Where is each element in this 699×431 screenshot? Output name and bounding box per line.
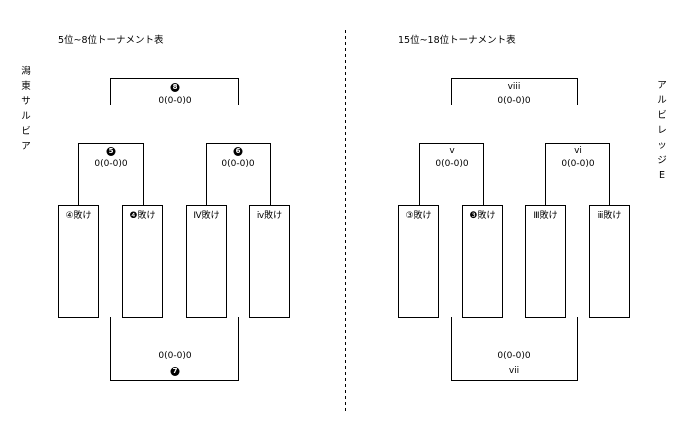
left-final-mark: 8 (170, 82, 180, 93)
match-number-badge: 6 (233, 147, 243, 156)
left-final-score: 0(0-0)0 (158, 96, 192, 106)
left-bottom-score: 0(0-0)0 (158, 351, 192, 361)
right-semi-left-connector (419, 143, 484, 206)
right-bottom-mark: vii (508, 366, 520, 376)
right-bottom-connector (451, 317, 578, 381)
left-semi-right-score: 0(0-0)0 (221, 159, 255, 169)
left-bottom-mark: 7 (170, 366, 180, 377)
right-side-char: ッ (657, 140, 667, 151)
right-semi-right-mark: vi (574, 146, 582, 156)
left-semi-left-mark: 5 (106, 146, 116, 157)
slot-label: ③敗け (405, 211, 432, 221)
slot-label: ❸敗け (469, 211, 496, 221)
left-semi-left-connector (78, 143, 144, 206)
left-semi-right-connector (206, 143, 271, 206)
right-bottom-score: 0(0-0)0 (497, 351, 531, 361)
right-side-char: ビ (657, 110, 667, 121)
match-number-badge: 5 (106, 147, 116, 156)
right-final-mark: viii (507, 82, 521, 92)
left-side-char: ア (21, 141, 31, 152)
right-final-score: 0(0-0)0 (497, 96, 531, 106)
right-title: 15位~18位トーナメント表 (398, 35, 516, 46)
left-final-connector (110, 78, 239, 105)
slot-label: Ⅲ敗け (533, 211, 558, 221)
left-side-char: ビ (21, 126, 31, 137)
right-final-connector (451, 78, 578, 105)
right-slot-box-4: ⅲ敗け (589, 205, 630, 318)
slot-label: ④敗け (65, 211, 92, 221)
left-slot-box-2: ❹敗け (122, 205, 163, 318)
right-semi-left-score: 0(0-0)0 (435, 159, 469, 169)
right-side-label: ア ル ビ レ ッ ジ E (655, 78, 669, 183)
right-side-char: ジ (657, 155, 667, 166)
right-slot-box-1: ③敗け (398, 205, 439, 318)
match-number-badge: 7 (170, 367, 180, 376)
left-side-label: 潟 東 サ ル ビ ア (19, 64, 33, 154)
right-slot-box-3: Ⅲ敗け (525, 205, 566, 318)
right-semi-left-mark: v (449, 146, 455, 156)
left-slot-box-3: Ⅳ敗け (186, 205, 227, 318)
slot-label: ❹敗け (129, 211, 156, 221)
left-side-char: 潟 (21, 66, 31, 77)
right-slot-box-2: ❸敗け (462, 205, 503, 318)
left-side-char: ル (21, 111, 31, 122)
right-semi-right-score: 0(0-0)0 (561, 159, 595, 169)
left-slot-box-4: ⅳ敗け (249, 205, 290, 318)
left-title: 5位~8位トーナメント表 (58, 35, 164, 46)
right-side-char: E (658, 170, 665, 181)
left-side-char: サ (21, 96, 31, 107)
left-side-char: 東 (21, 81, 31, 92)
right-side-char: ア (657, 80, 667, 91)
left-slot-box-1: ④敗け (58, 205, 99, 318)
left-semi-left-score: 0(0-0)0 (94, 159, 128, 169)
slot-label: ⅳ敗け (256, 211, 283, 221)
left-bottom-connector (110, 317, 239, 381)
right-side-char: ル (657, 95, 667, 106)
slot-label: Ⅳ敗け (193, 211, 220, 221)
right-side-char: レ (657, 125, 667, 136)
match-number-badge: 8 (170, 83, 180, 92)
right-semi-right-connector (545, 143, 610, 206)
slot-label: ⅲ敗け (597, 211, 622, 221)
left-semi-right-mark: 6 (233, 146, 243, 157)
